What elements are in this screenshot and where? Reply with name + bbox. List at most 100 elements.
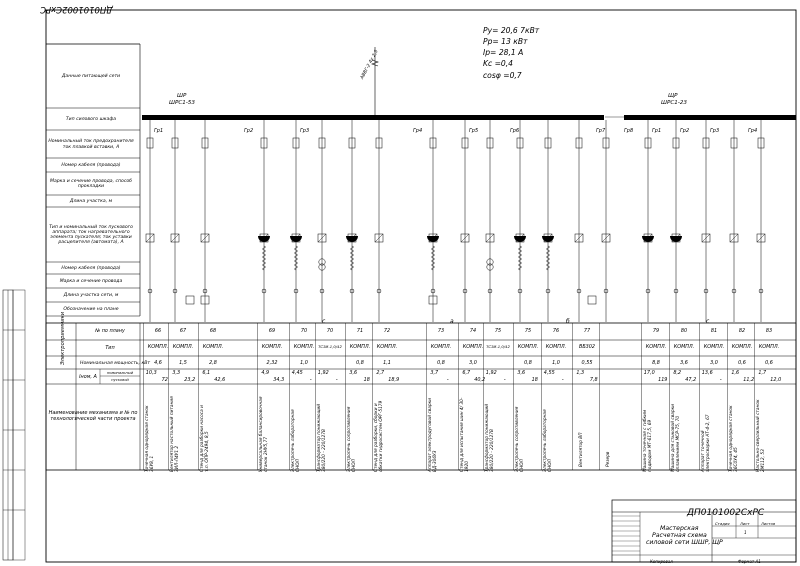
label-names: Наименование механизма и № по технологич…: [48, 410, 138, 422]
cell-num: 73: [437, 328, 445, 334]
starter-box: [145, 233, 155, 243]
starter-box: [317, 233, 327, 243]
fuse-box: [429, 137, 437, 149]
fuse-box: [757, 137, 765, 149]
param-cos: cosφ =0,7: [483, 71, 522, 80]
cell-inom: 13,6: [701, 370, 713, 376]
terminal-node: [703, 288, 709, 294]
fuse-box: [702, 137, 710, 149]
transformer-coil: [486, 258, 494, 266]
fuse-box: [201, 137, 209, 149]
cell-num: 67: [179, 328, 187, 334]
cell-inom: 3,3: [172, 370, 181, 376]
cell-inom: 2,7: [376, 370, 385, 376]
cell-inom: 8,2: [673, 370, 682, 376]
fuse-box: [461, 137, 469, 149]
cell-name: Аппарат точечной электросварки АТ-4-2, 6…: [701, 414, 711, 472]
cell-type: КОМПЛ.: [430, 344, 452, 350]
cell-power: 3,6: [680, 360, 688, 366]
group-label: Гр5: [469, 128, 479, 134]
terminal-node: [172, 288, 178, 294]
sheet-border: [45, 9, 797, 563]
cell-name: Стенд для испытания шин 4/ 30-1920: [460, 397, 470, 472]
cell-type: КОМПЛ.: [673, 344, 695, 350]
title-copied: Копировал: [650, 559, 673, 564]
fuse-box: [516, 137, 524, 149]
fuse-box: [602, 137, 610, 149]
terminal-node: [731, 288, 737, 294]
panel-left-name: ШР: [177, 93, 187, 99]
cell-power: 0,6: [765, 360, 773, 366]
cell-power: 3,0: [469, 360, 477, 366]
cell-type: ТСЗИ-1,0/42: [318, 344, 342, 349]
cell-num: 75: [524, 328, 532, 334]
cell-ipusk: 34,3: [273, 377, 285, 383]
cell-power: 4,6: [154, 360, 162, 366]
cell-ipusk: 7,8: [589, 377, 598, 383]
group-label: Гр1: [154, 128, 164, 134]
heater-coil: [431, 245, 435, 271]
cell-num: 71: [356, 328, 364, 334]
starter-diag: [460, 233, 470, 243]
cell-type: КОМПЛ.: [349, 344, 371, 350]
motor-half-symbol: [258, 236, 270, 242]
cell-inom: 1,6: [731, 370, 740, 376]
fuse-box: [292, 137, 300, 149]
cell-name: Стенд для разборки, сборки и обкатки гид…: [374, 400, 384, 472]
starter-diag: [574, 233, 584, 243]
cell-num: 69: [268, 328, 276, 334]
terminal-node: [293, 288, 299, 294]
cell-power: 8,8: [652, 360, 660, 366]
cell-name: Аппарат электродуговой сварки ВД-306УЗ: [428, 398, 438, 472]
cell-inom: 3,6: [349, 370, 358, 376]
terminal-node: [430, 288, 436, 294]
row-label: Марка и сечение провода: [59, 278, 123, 284]
motor-half-symbol: [670, 236, 682, 242]
cell-power: 2,32: [266, 360, 278, 366]
label-type: Тип: [105, 345, 115, 351]
cell-ipusk: -: [561, 377, 564, 383]
transformer-coil: [318, 263, 326, 271]
starter-box: [460, 233, 470, 243]
cell-ipusk: -: [719, 377, 722, 383]
starter-box: [756, 233, 766, 243]
cell-num: 79: [652, 328, 660, 334]
cell-type: КОМПЛ.: [731, 344, 753, 350]
cell-power: 0,8: [356, 360, 364, 366]
socket-box: [587, 295, 597, 305]
cell-power: 0,55: [581, 360, 593, 366]
panel-right-type: ШРС1-23: [661, 100, 687, 106]
motor-half-symbol: [290, 236, 302, 242]
terminal-node: [758, 288, 764, 294]
fuse-box: [260, 137, 268, 149]
cell-ipusk: 72: [161, 377, 168, 383]
row-label: Номинальный ток предохранителя ток плавк…: [48, 139, 134, 150]
cell-num: 82: [738, 328, 746, 334]
heater-coil: [294, 245, 298, 271]
title-line3: силовой сети ШШР, ЩР: [646, 539, 723, 546]
motor-half-symbol: [542, 236, 554, 242]
heater-coil: [546, 245, 550, 271]
cell-num: 72: [383, 328, 391, 334]
param-pu: Pу= 20,6 7кВт: [483, 26, 540, 35]
title-line2: Расчетная схема: [652, 532, 707, 539]
cell-name: Трансформатор понижающий 380/220 - 220/1…: [485, 403, 495, 472]
cell-type: КОМПЛ.: [293, 344, 315, 350]
terminal-node: [376, 288, 382, 294]
group-label: Гр7: [596, 128, 606, 134]
param-pp: Pр= 13 кВт: [483, 37, 528, 46]
cell-type: КОМПЛ.: [758, 344, 780, 350]
starter-diag: [170, 233, 180, 243]
cell-ipusk: -: [335, 377, 338, 383]
starter-box: [200, 233, 210, 243]
cell-inom: 3,6: [517, 370, 526, 376]
cell-name: Машина точечная с гибким подводом МТ-617…: [643, 409, 653, 472]
group-label: Гр2: [680, 128, 690, 134]
row-label: Обозначение на плане: [63, 306, 119, 312]
starter-diag: [374, 233, 384, 243]
fuse-box: [544, 137, 552, 149]
terminal-node: [603, 288, 609, 294]
fuse-box: [318, 137, 326, 149]
group-label: Гр3: [300, 128, 310, 134]
